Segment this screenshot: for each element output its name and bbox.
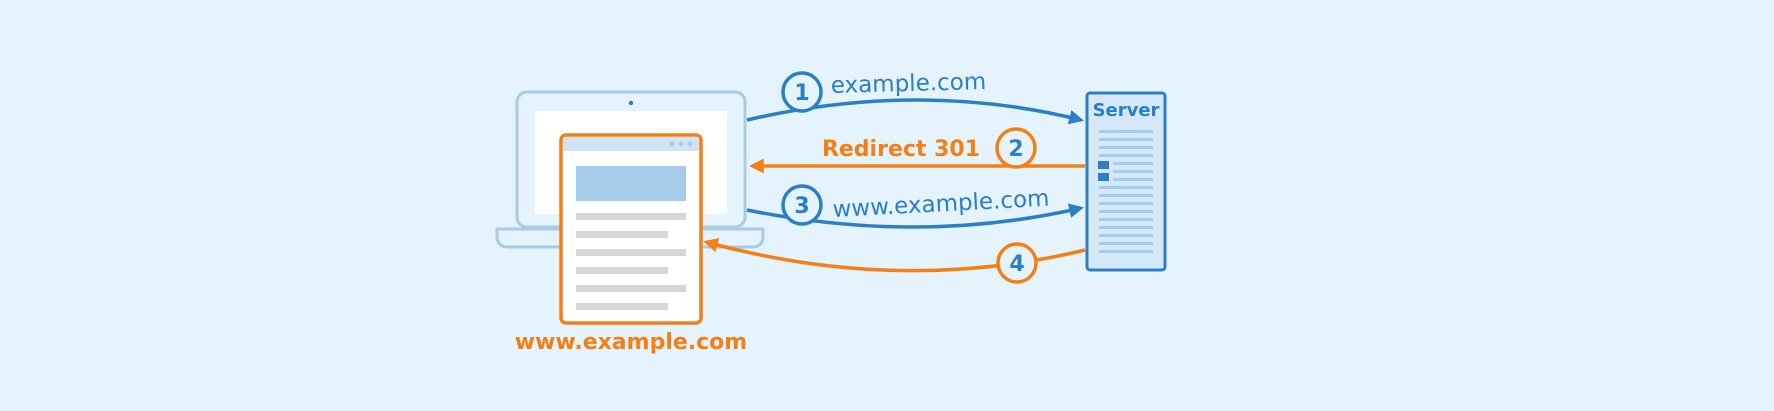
step-3-number: 3	[794, 194, 809, 219]
server-icon	[1085, 91, 1167, 272]
step-3-badge: 3	[781, 184, 823, 226]
step-2-badge: 2	[995, 127, 1037, 169]
step-1-badge: 1	[781, 71, 823, 113]
server-label: Server	[1093, 100, 1160, 121]
step-3-label: www.example.com	[832, 186, 1050, 223]
step-4-number: 4	[1009, 252, 1024, 277]
step-1-label: example.com	[830, 69, 986, 99]
step-4-badge: 4	[996, 242, 1038, 284]
step-1-number: 1	[794, 81, 809, 106]
step-1-arrow	[746, 98, 1084, 125]
webpage-icon	[559, 133, 703, 325]
step-2-number: 2	[1008, 137, 1023, 162]
step-2-label: Redirect 301	[822, 137, 980, 162]
webpage-url-caption: www.example.com	[515, 330, 747, 355]
